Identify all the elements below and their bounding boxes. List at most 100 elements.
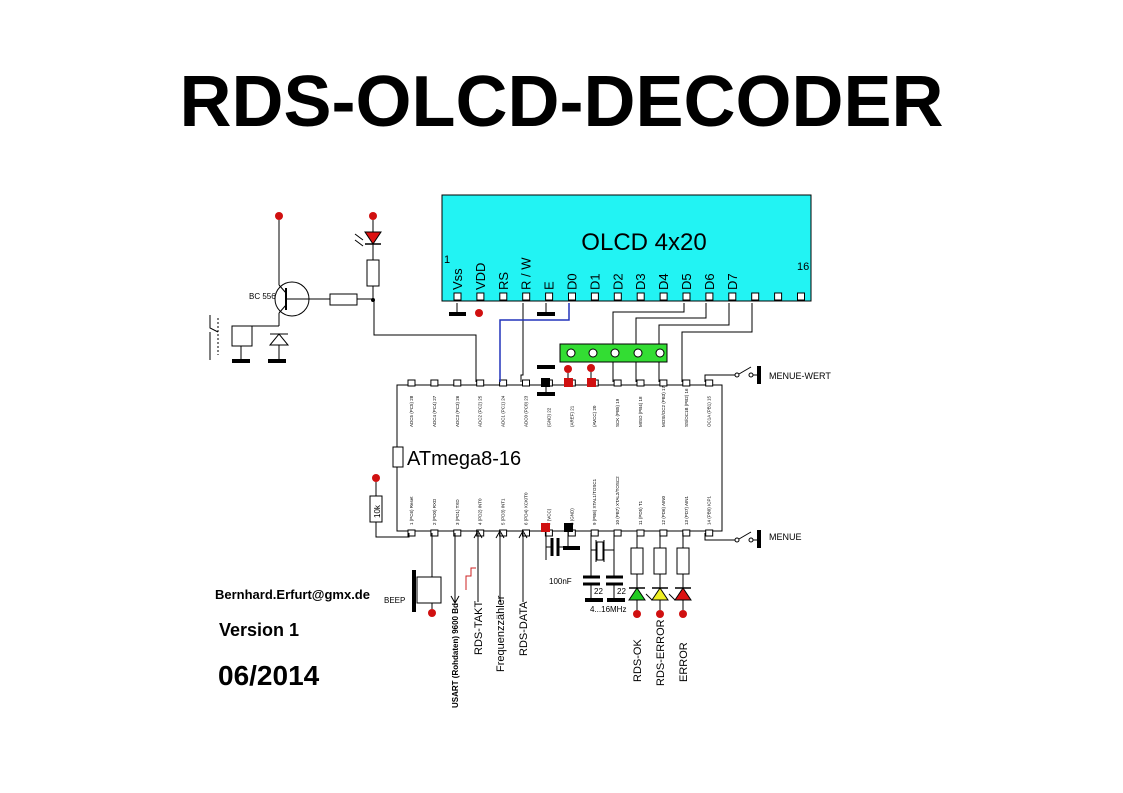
display-pad xyxy=(453,292,462,301)
mcu-top-pin-label: MOSI/OC2 (PB3) 17 xyxy=(661,385,666,427)
cap-c2-label: 22 xyxy=(617,587,626,596)
mcu-top-pins: ADC5 (PC5) 28 ADC4 (PC4) 27 ADC3 (PC3) 26 A… xyxy=(407,379,714,427)
mcu-body xyxy=(396,384,723,532)
display-pin-label: RS xyxy=(496,272,511,290)
mcu-bottom-pin-label: 13 (PD7) AIN1 xyxy=(684,495,689,525)
mcu-top-pad xyxy=(476,379,485,387)
mcu-top-pin-label: ADC3 (PC3) 26 xyxy=(455,395,460,427)
mcu-top-pin-label: MISO (PB4) 18 xyxy=(638,396,643,427)
display-pin-label: D5 xyxy=(679,273,694,290)
display-pad xyxy=(613,292,622,301)
menue-wert-label: MENUE-WERT xyxy=(769,371,831,381)
mcu-top-pin-label: ADC4 (PC4) 27 xyxy=(432,395,437,427)
mcu-bottom-pin-label: 9 (PB6) XTAL1/TOSC1 xyxy=(592,478,597,525)
reset-resistor-label: 10k xyxy=(373,504,382,518)
mcu-top-pin-label: (AREF) 21 xyxy=(569,405,574,427)
mcu-bottom-pad xyxy=(705,529,714,537)
display-pin-label: Vss xyxy=(450,268,465,290)
mcu-bottom-pad xyxy=(636,529,645,537)
display-pad xyxy=(476,292,485,301)
display-pad xyxy=(774,292,783,301)
mcu-bottom-pin-label: 8 (GND) xyxy=(569,508,574,525)
mcu-top-pad xyxy=(522,379,530,387)
page-title: RDS-OLCD-DECODER xyxy=(179,62,944,142)
reset-resistor xyxy=(369,482,410,538)
display-pad xyxy=(545,292,554,301)
display-pin-last: 16 xyxy=(797,261,809,273)
rds-data-label: RDS-DATA xyxy=(518,601,530,656)
menue-label: MENUE xyxy=(769,532,802,542)
mcu-top-pad xyxy=(613,379,622,387)
menue-wert-switch xyxy=(704,366,761,384)
mcu-label: ATmega8-16 xyxy=(407,448,521,470)
frequenz-label: Frequenzzähler xyxy=(495,595,507,672)
transistor-label: BC 556 xyxy=(249,292,276,301)
mcu-top-pin-label: SCK (PB5) 19 xyxy=(615,398,620,427)
display-pad xyxy=(568,292,576,301)
mcu-top-pad xyxy=(682,379,691,387)
usart-label: USART (Rohdaten) 9600 Bd xyxy=(451,603,460,708)
mcu-top-pin-label: ADC2 (PC2) 25 xyxy=(478,395,483,427)
rds-ok-label: RDS-OK xyxy=(632,639,644,682)
mcu-bottom-pin-label: 2 (PD0) RXD xyxy=(432,498,437,525)
display-label: OLCD 4x20 xyxy=(581,229,706,256)
error-label: ERROR xyxy=(678,642,690,682)
mcu-top-pin-label: ADC0 (PC0) 23 xyxy=(524,395,529,427)
mcu-top-pin-label: SS/OC1B (PB2) 16 xyxy=(684,388,689,427)
display-pin-label: D7 xyxy=(725,273,740,290)
status-leds xyxy=(628,533,692,610)
mcu-bottom-pin-label: 10 (PB7) XTAL2/TOSC2 xyxy=(615,476,620,525)
mcu-bottom-pin-label: 4 (PD2) INT0 xyxy=(478,498,483,525)
mcu-bottom-pin-label: 14 (PB0) ICP1 xyxy=(707,495,712,525)
mcu-bottom-pin-label: 1 (PC6) Reset xyxy=(409,496,414,525)
mcu-top-pin-label: ADC1 (PC1) 24 xyxy=(501,395,506,427)
mcu-top-pad xyxy=(453,379,462,387)
crystal-label: 4...16MHz xyxy=(590,605,626,614)
mcu-top-pin-label: (GND) 22 xyxy=(546,407,551,427)
mcu-bottom-pad xyxy=(682,529,691,537)
rds-error-label: RDS-ERROR xyxy=(655,619,667,686)
display-pad xyxy=(636,292,645,301)
mcu-top-pad xyxy=(659,379,668,387)
display-pin-pads xyxy=(453,292,805,301)
led-indicator xyxy=(354,220,382,302)
display-pad xyxy=(590,292,599,301)
display-pad xyxy=(659,292,668,301)
power-crystal-section xyxy=(541,523,623,600)
menue-switch xyxy=(704,530,761,548)
display-pin-label: E xyxy=(542,281,557,290)
mcu-bottom-pad xyxy=(613,529,622,537)
display-pin-label: D0 xyxy=(565,273,580,290)
display-pin-label: VDD xyxy=(473,263,488,290)
mcu-bottom-pad xyxy=(453,529,462,537)
author-email: Bernhard.Erfurt@gmx.de xyxy=(215,587,370,602)
display-pad xyxy=(751,292,760,301)
mcu-top-pin-label: ADC5 (PC5) 28 xyxy=(409,395,414,427)
beep-label: BEEP xyxy=(384,596,405,605)
mcu-bottom-pad xyxy=(590,529,599,537)
display-pad xyxy=(682,292,691,301)
transistor-circuit xyxy=(209,220,374,361)
mcu-top-pin-label: OC1A (PB1) 15 xyxy=(707,395,712,427)
mcu-top-pad xyxy=(636,379,645,387)
isp-connector xyxy=(559,343,668,363)
cap-label: 100nF xyxy=(549,577,572,586)
display-pin-label: D2 xyxy=(610,273,625,290)
display-wiring xyxy=(373,300,753,382)
cap-c1-label: 22 xyxy=(594,587,603,596)
display-pad xyxy=(705,292,714,301)
mcu-bottom-pin-label: 7 (VCC) xyxy=(546,508,551,525)
bottom-signal-lines xyxy=(412,529,528,612)
version-label: Version 1 xyxy=(219,620,300,640)
display-pin-label: D6 xyxy=(702,273,717,290)
display-pad xyxy=(728,292,737,301)
mcu-bottom-pin-label: 3 (PD1) TXD xyxy=(455,499,460,525)
mcu-top-pad xyxy=(430,379,439,387)
rds-takt-label: RDS-TAKT xyxy=(473,601,485,655)
mcu-bottom-pad xyxy=(407,529,416,537)
display-body xyxy=(441,194,812,302)
